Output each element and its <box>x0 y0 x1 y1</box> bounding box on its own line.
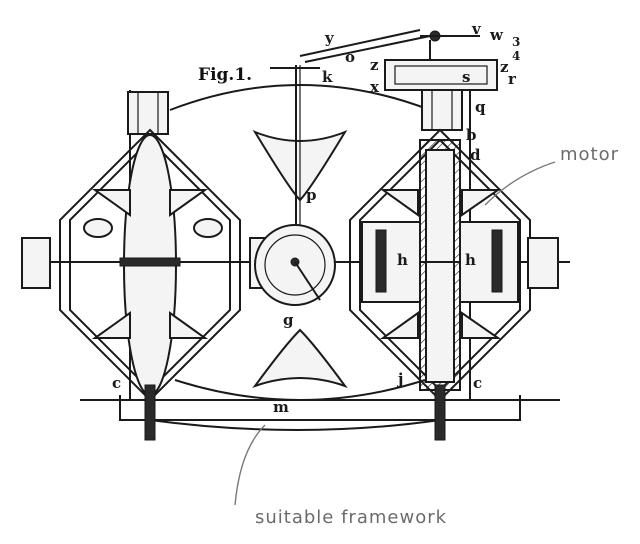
label-w: w <box>489 26 504 44</box>
label-q: q <box>475 98 486 116</box>
label-z-left: z <box>370 56 379 74</box>
framework-annotation: suitable framework <box>255 507 447 528</box>
label-4: 4 <box>512 49 520 63</box>
motor-annotation: motor <box>560 144 619 165</box>
label-o: o <box>345 48 355 66</box>
left-tower <box>127 91 169 135</box>
framework-pointer-line <box>234 424 266 506</box>
central-lower-bracket <box>252 328 348 389</box>
right-tower <box>384 59 498 131</box>
label-p: p <box>306 186 317 204</box>
connecting-rod-p <box>295 65 301 225</box>
label-y: y <box>324 29 335 47</box>
figure-title: Fig.1. <box>198 65 252 85</box>
label-z-right: z <box>500 58 509 76</box>
label-d: d <box>470 146 481 164</box>
label-h-left: h <box>397 251 408 269</box>
label-g: g <box>283 311 294 329</box>
gear-box-s <box>384 59 498 91</box>
label-x: x <box>370 78 380 96</box>
label-v: v <box>471 20 482 38</box>
label-3: 3 <box>512 35 520 49</box>
label-h-right: h <box>465 251 476 269</box>
label-c-left: c <box>112 374 121 392</box>
label-r: r <box>508 70 517 88</box>
right-motor-housing <box>320 128 570 441</box>
label-k: k <box>322 68 333 86</box>
label-m: m <box>273 398 289 416</box>
left-motor-housing <box>21 128 279 441</box>
label-j: j <box>396 370 403 388</box>
label-c-right: c <box>473 374 482 392</box>
label-s: s <box>462 68 470 86</box>
label-b: b <box>466 126 477 144</box>
upper-linkage <box>270 29 480 69</box>
center-wheel <box>254 224 336 306</box>
motor-pointer-line <box>484 161 556 206</box>
